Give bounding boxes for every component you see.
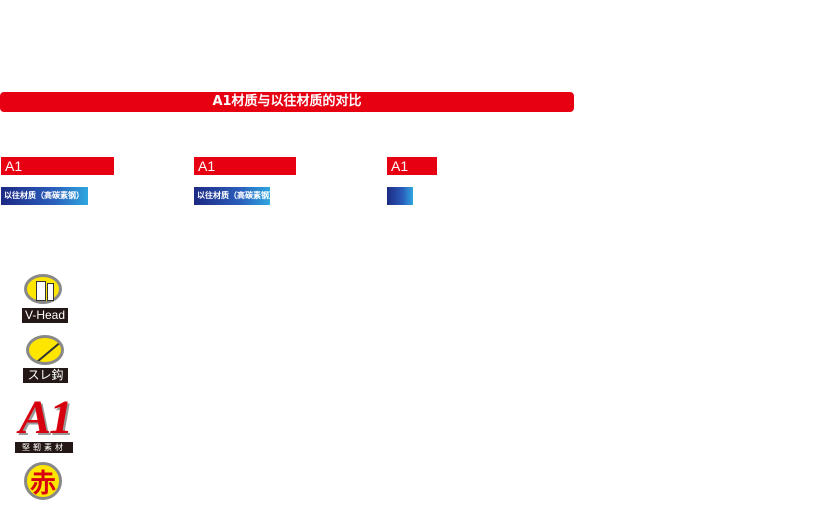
old-material-bar-2: 以往材质（高碳素钢） (194, 187, 270, 205)
old-material-bar-1: 以往材质（高碳素钢） (1, 187, 88, 205)
sure-hook-icon (26, 335, 64, 365)
a1-tough-material-logo: A1 堅靭素材 (15, 394, 83, 456)
vhead-icon (24, 274, 62, 304)
comparison-title-banner: A1材质与以往材质的对比 (0, 92, 574, 112)
vhead-label: V-Head (22, 308, 68, 323)
sure-hook-label: スレ鈎 (23, 368, 68, 383)
a1-bar-3: A1 (387, 157, 437, 175)
a1-bar-2: A1 (194, 157, 296, 175)
a1-bar-1: A1 (1, 157, 114, 175)
aka-red-icon: 赤 (24, 462, 62, 500)
old-material-bar-3 (387, 187, 413, 205)
